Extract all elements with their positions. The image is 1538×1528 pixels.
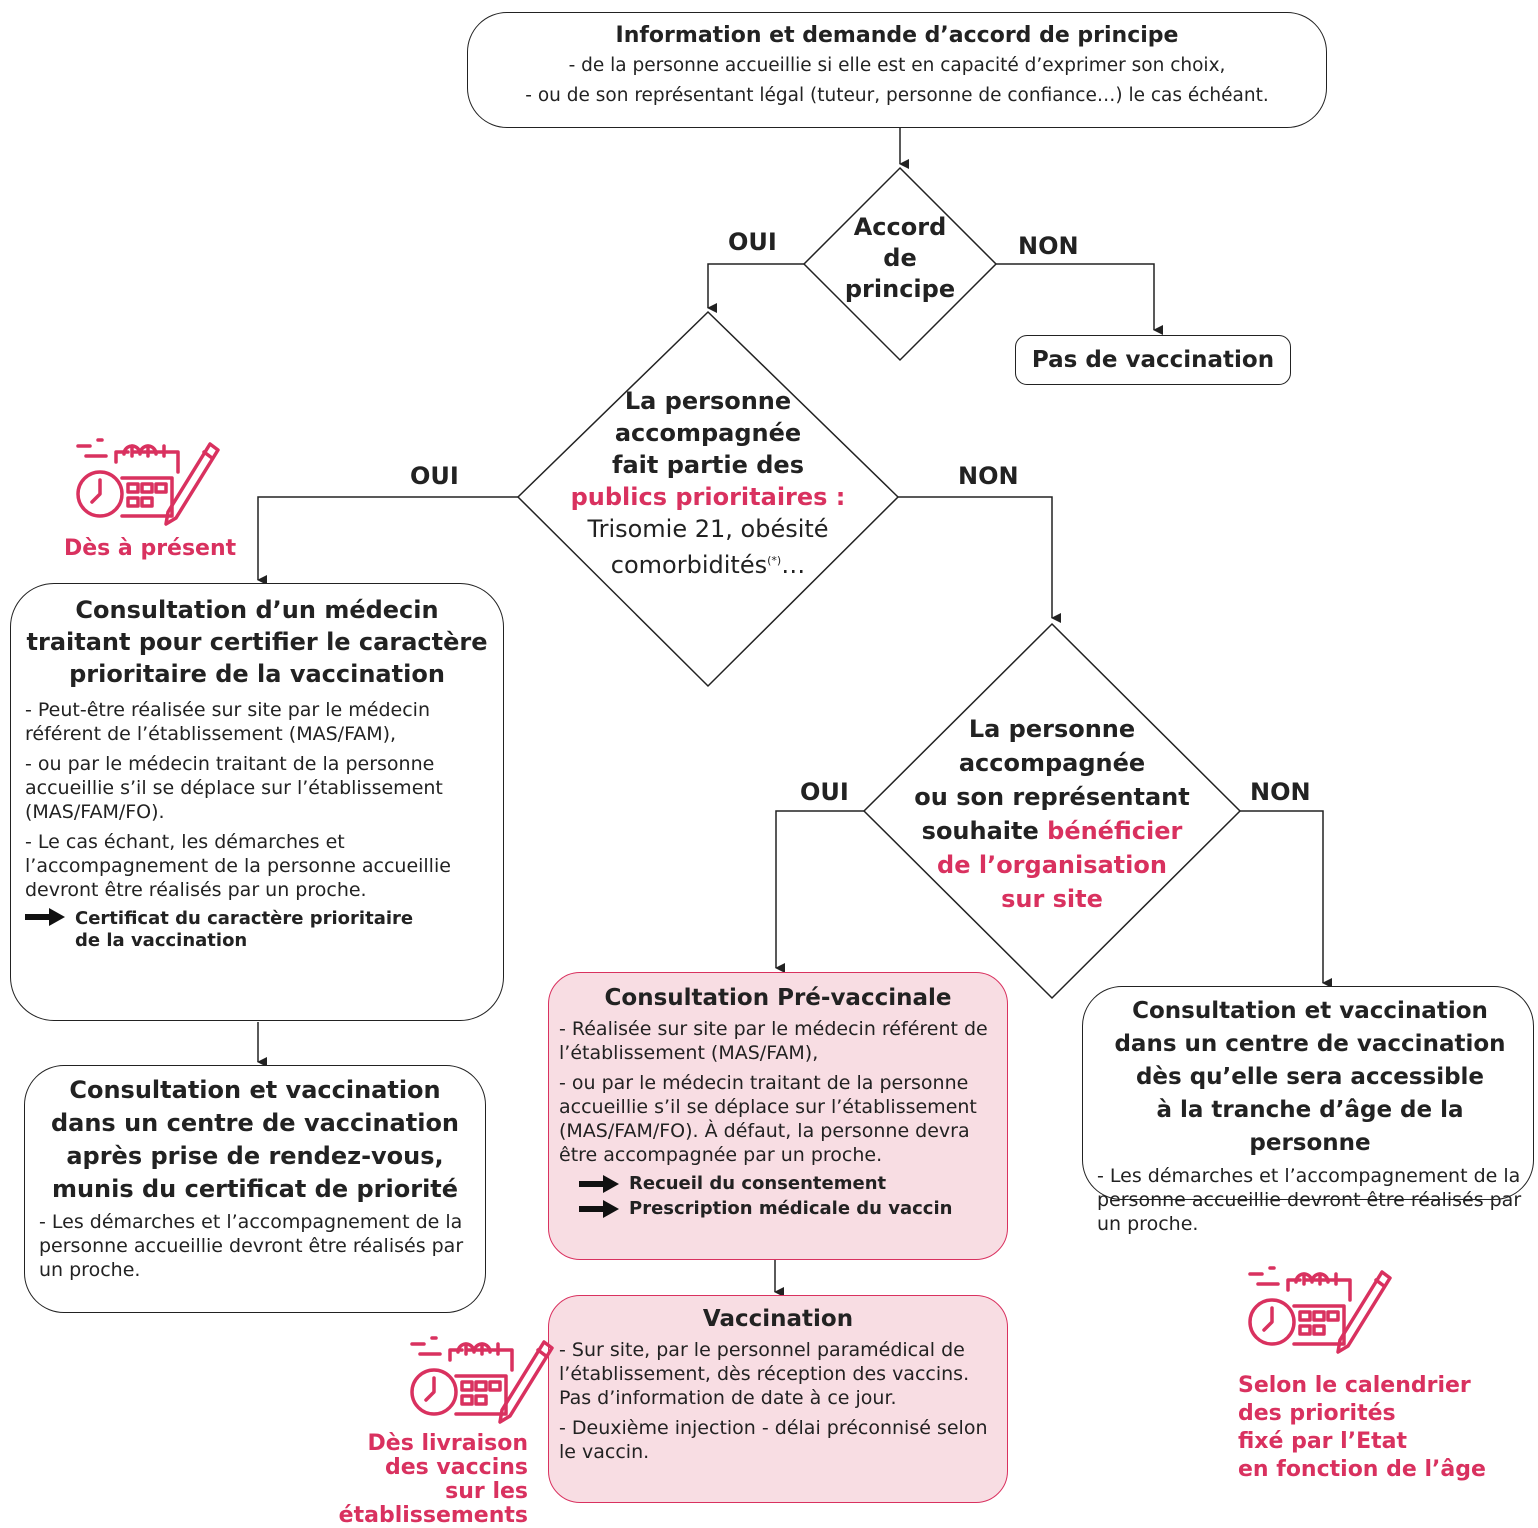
center-vaccination-priority-title-1: Consultation et vaccination — [69, 1076, 441, 1104]
cal3-caption-2: des priorités — [1238, 1401, 1396, 1426]
medical-certificate-point-3: - Le cas échant, les démarches et l’acco… — [25, 831, 451, 901]
cal3-caption-3: fixé par l’Etat — [1238, 1429, 1407, 1454]
connector-d1-oui — [707, 263, 804, 313]
center-vaccination-priority-box: Consultation et vaccination dans un cent… — [24, 1065, 486, 1313]
certificate-result-line-2: de la vaccination — [75, 930, 248, 951]
d2-footnote-mark: (*) — [767, 554, 782, 567]
d3-beneficier: bénéficier — [1047, 817, 1183, 845]
prescription-result-label: Prescription médicale du vaccin — [629, 1198, 953, 1219]
d2-oui-label: OUI — [410, 462, 459, 490]
right-arrow-icon — [579, 1175, 619, 1193]
decision-diamond-accord — [802, 166, 998, 362]
d3-line-2: accompagnée — [958, 749, 1146, 777]
pre-vaccination-consultation-box: Consultation Pré-vaccinale - Réalisée su… — [548, 972, 1008, 1260]
center-vaccination-age-title-2: dans un centre de vaccination — [1114, 1031, 1506, 1057]
cal2-caption-3: sur les établissements — [338, 1479, 528, 1528]
prescription-result: Prescription médicale du vaccin — [559, 1198, 997, 1220]
d2-line-2: accompagnée — [614, 419, 802, 447]
right-arrow-icon — [579, 1200, 619, 1218]
info-request-title: Information et demande d’accord de princ… — [615, 23, 1179, 48]
certificate-result-line-1: Certificat du caractère prioritaire — [75, 908, 414, 929]
d1-oui-label: OUI — [728, 228, 777, 256]
cal1-caption: Dès à présent — [64, 536, 237, 561]
pre-vaccination-point-1: - Réalisée sur site par le médecin référ… — [559, 1018, 988, 1064]
d2-line-5: Trisomie 21, obésité — [587, 515, 829, 543]
info-request-box: Information et demande d’accord de princ… — [467, 12, 1327, 128]
d3-line-4: souhaite bénéficier — [900, 814, 1204, 848]
center-vaccination-priority-point-1: - Les démarches et l’accompagnement de l… — [39, 1211, 464, 1281]
d2-line-1: La personne — [624, 387, 792, 415]
center-vaccination-priority-title-2: dans un centre de vaccination — [50, 1109, 460, 1137]
no-vaccination-label: Pas de vaccination — [1031, 347, 1275, 373]
decision-diamond-prioritaires — [516, 310, 900, 688]
center-vaccination-priority-title: Consultation et vaccination dans un cent… — [39, 1074, 471, 1206]
center-vaccination-age-title-4: à la tranche d’âge de la personne — [1156, 1097, 1464, 1156]
d2-line-6: comorbidités(*)… — [570, 545, 846, 581]
vaccination-title: Vaccination — [702, 1306, 854, 1332]
medical-certificate-point-2: - ou par le médecin traitant de la perso… — [25, 753, 443, 823]
d3-line-1: La personne — [968, 715, 1136, 743]
pre-vaccination-title: Consultation Pré-vaccinale — [604, 985, 952, 1011]
d3-line-3: ou son représentant — [914, 783, 1190, 811]
medical-certificate-title: Consultation d’un médecin traitant pour … — [25, 594, 489, 690]
medical-certificate-box: Consultation d’un médecin traitant pour … — [10, 583, 504, 1021]
cal2-caption-2: des vaccins — [385, 1455, 528, 1480]
vaccination-box: Vaccination - Sur site, par le personnel… — [548, 1295, 1008, 1503]
calendar-clock-pencil-icon — [410, 1336, 554, 1424]
connector-d1-non — [996, 263, 1163, 335]
connector-d3-oui — [775, 810, 864, 973]
center-vaccination-age-title-1: Consultation et vaccination — [1132, 998, 1488, 1024]
d1-line-2: de — [883, 244, 917, 272]
vaccination-point-2: - Deuxième injection - délai préconnisé … — [559, 1417, 988, 1463]
center-vaccination-priority-title-3: après prise de rendez-vous, — [66, 1142, 444, 1170]
info-request-line-1: - de la personne accueillie si elle est … — [568, 55, 1226, 76]
center-vaccination-priority-title-4: munis du certificat de priorité — [51, 1175, 459, 1203]
medical-certificate-title-3: prioritaire de la vaccination — [69, 660, 445, 688]
d2-non-label: NON — [958, 462, 1019, 490]
d2-ellipsis: … — [781, 551, 806, 579]
d3-text: La personne accompagnée ou son représent… — [900, 712, 1204, 916]
d2-line-3: fait partie des — [612, 451, 804, 479]
cal3-caption: Selon le calendrier des priorités fixé p… — [1238, 1372, 1486, 1484]
d3-sur-site: sur site — [1001, 885, 1103, 913]
cal2-caption-1: Dès livraison — [367, 1431, 528, 1456]
certificate-result: Certificat du caractère prioritaire de l… — [25, 908, 489, 952]
cal3-caption-4: en fonction de l’âge — [1238, 1457, 1486, 1482]
center-vaccination-age-box: Consultation et vaccination dans un cent… — [1082, 986, 1534, 1235]
center-vaccination-age-point-1: - Les démarches et l’accompagnement de l… — [1097, 1165, 1522, 1235]
d1-text: Accord de principe — [830, 212, 970, 305]
d3-non-label: NON — [1250, 778, 1311, 806]
medical-certificate-title-2: traitant pour certifier le caractère — [26, 628, 488, 656]
d1-line-3: principe — [844, 275, 956, 303]
cal3-caption-1: Selon le calendrier — [1238, 1373, 1471, 1398]
consent-result-label: Recueil du consentement — [629, 1173, 887, 1194]
d3-souhaite: souhaite — [921, 817, 1048, 845]
d1-non-label: NON — [1018, 232, 1079, 260]
vaccination-point-1: - Sur site, par le personnel paramédical… — [559, 1339, 970, 1409]
d2-comorbidites: comorbidités — [610, 551, 768, 579]
d3-organisation: de l’organisation — [937, 851, 1167, 879]
d2-text: La personne accompagnée fait partie des … — [570, 385, 846, 581]
consent-result: Recueil du consentement — [559, 1173, 997, 1195]
d1-line-1: Accord — [853, 213, 947, 241]
d3-oui-label: OUI — [800, 778, 849, 806]
medical-certificate-title-1: Consultation d’un médecin — [75, 596, 439, 624]
medical-certificate-point-1: - Peut-être réalisée sur site par le méd… — [25, 699, 431, 745]
cal2-caption: Dès livraison des vaccins sur les établi… — [260, 1432, 528, 1528]
d2-priority-publics: publics prioritaires : — [570, 483, 846, 511]
center-vaccination-age-title: Consultation et vaccination dans un cent… — [1097, 995, 1523, 1160]
calendar-clock-pencil-icon — [76, 438, 220, 526]
info-request-line-2: - ou de son représentant légal (tuteur, … — [525, 85, 1269, 106]
no-vaccination-box: Pas de vaccination — [1015, 335, 1291, 385]
connector-d2-non — [898, 496, 1061, 623]
connector-d2-oui — [257, 496, 518, 585]
center-vaccination-age-title-3: dès qu’elle sera accessible — [1135, 1064, 1485, 1090]
right-arrow-icon — [25, 908, 65, 926]
pre-vaccination-point-2: - ou par le médecin traitant de la perso… — [559, 1072, 977, 1166]
calendar-clock-pencil-icon — [1248, 1266, 1392, 1354]
connector-d3-non — [1240, 810, 1332, 988]
decision-diamond-organisation — [862, 622, 1242, 1000]
